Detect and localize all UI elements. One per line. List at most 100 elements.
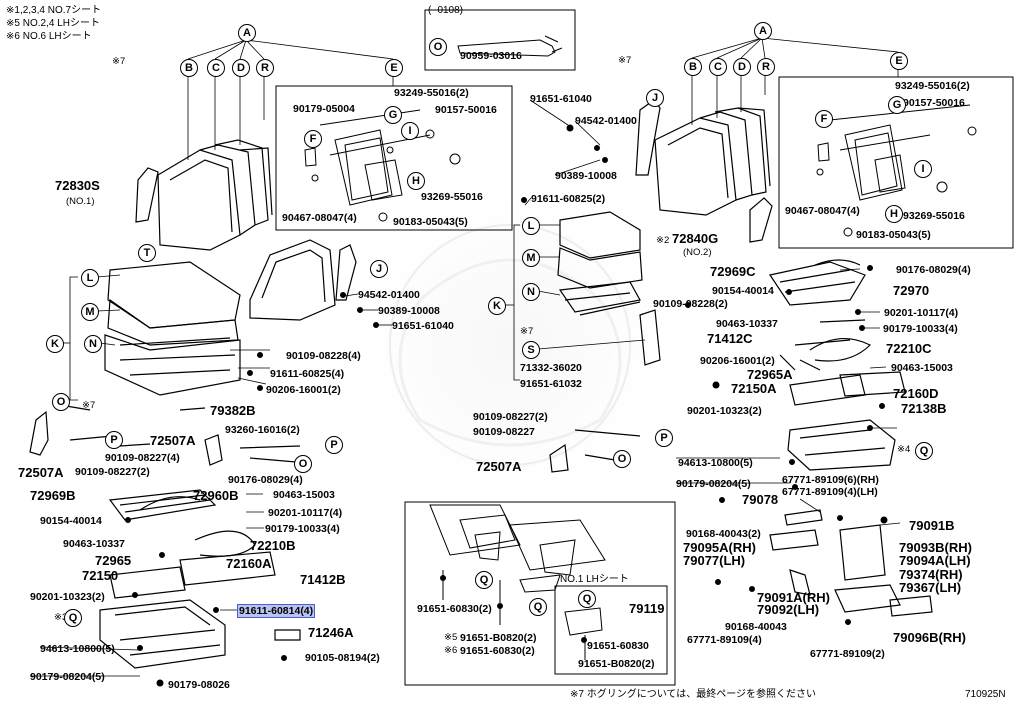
callout-p[interactable]: P [655,429,673,447]
part-label[interactable]: 90206-16001(2) [266,384,341,396]
callout-c[interactable]: C [709,58,727,76]
part-label[interactable]: 72507A [18,465,64,480]
callout-n[interactable]: N [84,335,102,353]
part-label[interactable]: 90176-08029(4) [896,264,971,276]
part-label[interactable]: 93249-55016(2) [895,80,970,92]
part-label[interactable]: 90179-10033(4) [265,523,340,535]
part-label[interactable]: 94613-10800(5) [678,457,753,469]
top-box-part-number[interactable]: 90959-03016 [460,50,522,62]
part-label[interactable]: 90168-40043(2) [686,528,761,540]
callout-q[interactable]: Q [578,590,596,608]
part-label[interactable]: 90154-40014 [712,285,774,297]
part-label[interactable]: 90176-08029(4) [228,474,303,486]
part-label[interactable]: 72507A [150,433,196,448]
part-label[interactable]: 71412C [707,331,753,346]
callout-e[interactable]: E [890,52,908,70]
part-label[interactable]: 72210C [886,341,932,356]
part-label[interactable]: 72960B [193,488,239,503]
part-label[interactable]: 72970 [893,283,930,298]
part-label[interactable]: 72840G [672,231,719,246]
callout-a[interactable]: A [754,22,772,40]
part-label[interactable]: 71332-36020 [520,362,582,374]
callout-g[interactable]: G [384,106,402,124]
part-label[interactable]: 90201-10323(2) [687,405,762,417]
callout-o[interactable]: O [294,455,312,473]
callout-p[interactable]: P [105,431,123,449]
part-label[interactable]: 90201-10117(4) [268,507,343,519]
callout-i[interactable]: I [914,160,932,178]
part-label[interactable]: 71412B [300,572,346,587]
part-label[interactable]: 94542-01400 [358,289,420,301]
callout-h[interactable]: H [885,205,903,223]
callout-f[interactable]: F [304,130,322,148]
part-label[interactable]: 91651-B0820(2) [578,658,655,670]
part-label[interactable]: 79091B [909,518,955,533]
callout-d[interactable]: D [232,59,250,77]
callout-k[interactable]: K [488,297,506,315]
callout-n[interactable]: N [522,283,540,301]
part-label[interactable]: 79092(LH) [757,602,820,617]
part-label[interactable]: 72830S [55,178,100,193]
callout-r[interactable]: R [757,58,775,76]
part-label[interactable]: 72969B [30,488,76,503]
part-label[interactable]: (NO.2) [683,247,712,258]
part-label[interactable]: 90463-10337 [63,538,125,550]
part-label[interactable]: 79374(RH) [899,567,963,582]
part-label[interactable]: (NO.1) [66,196,95,207]
part-label[interactable]: 91651-60830(2) [417,603,492,615]
part-label[interactable]: 71246A [308,625,354,640]
callout-l[interactable]: L [81,269,99,287]
callout-t[interactable]: T [138,244,156,262]
part-label[interactable]: ※4 [897,444,911,455]
callout-b[interactable]: B [684,58,702,76]
part-label[interactable]: 67771-89109(6)(RH) [782,474,879,486]
part-label[interactable]: 72969C [710,264,756,279]
part-label[interactable]: 90183-05043(5) [856,229,931,241]
callout-q[interactable]: Q [529,598,547,616]
part-label[interactable]: 90179-08026 [168,679,230,691]
callout-b[interactable]: B [180,59,198,77]
part-label[interactable]: ※6 [444,645,458,656]
part-label[interactable]: 90179-10033(4) [883,323,958,335]
part-label[interactable]: 93249-55016(2) [394,87,469,99]
callout-g[interactable]: G [888,96,906,114]
part-label[interactable]: 67771-89109(4) [687,634,762,646]
part-label[interactable]: 67771-89109(2) [810,648,885,660]
part-label[interactable]: 91611-60825(2) [531,193,606,205]
part-label[interactable]: 90109-08228(2) [653,298,728,310]
part-label[interactable]: 90105-08194(2) [305,652,380,664]
callout-j[interactable]: J [646,89,664,107]
part-label[interactable]: 79119 [629,601,665,616]
part-label[interactable]: 72965 [95,553,132,568]
callout-d[interactable]: D [733,58,751,76]
callout-m[interactable]: M [81,303,99,321]
part-label[interactable]: 67771-89109(4)(LH) [782,486,878,498]
callout-s[interactable]: S [522,341,540,359]
part-label[interactable]: 90206-16001(2) [700,355,775,367]
callout-k[interactable]: K [46,335,64,353]
part-label[interactable]: 91651-61040 [392,320,454,332]
part-label[interactable]: ※2 [656,235,670,246]
part-label[interactable]: 90157-50016 [903,97,965,109]
part-label[interactable]: 94613-10800(5) [40,643,115,655]
part-label[interactable]: 72160D [893,386,939,401]
part-label[interactable]: 94542-01400 [575,115,637,127]
part-label[interactable]: 79094A(LH) [899,553,971,568]
part-label[interactable]: ※5 [444,632,458,643]
part-label[interactable]: 91611-60825(4) [270,368,345,380]
part-label[interactable]: 79078 [742,492,779,507]
callout-o[interactable]: O [52,393,70,411]
callout-c[interactable]: C [207,59,225,77]
top-box-callout[interactable]: O [429,38,447,56]
part-label[interactable]: 90201-10117(4) [884,307,959,319]
callout-l[interactable]: L [522,217,540,235]
part-label[interactable]: 79095A(RH) [683,540,756,555]
callout-p[interactable]: P [325,436,343,454]
part-label[interactable]: 79382B [210,403,256,418]
part-label[interactable]: ※7 [112,56,126,67]
callout-i[interactable]: I [401,122,419,140]
callout-a[interactable]: A [238,24,256,42]
callout-j[interactable]: J [370,260,388,278]
part-label[interactable]: 93269-55016 [903,210,965,222]
part-label[interactable]: 90463-10337 [716,318,778,330]
